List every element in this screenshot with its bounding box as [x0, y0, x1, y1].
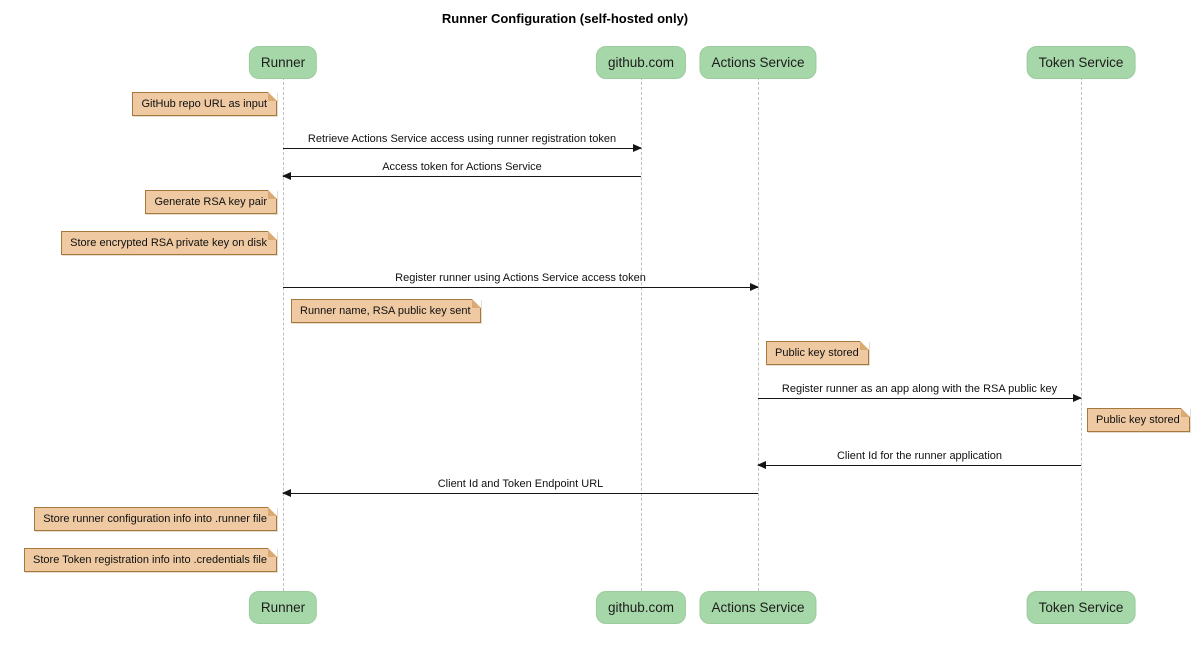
- note-text: Generate RSA key pair: [154, 196, 267, 208]
- message-label: Access token for Actions Service: [382, 161, 542, 173]
- note-public-key-stored-actions: Public key stored: [766, 341, 869, 365]
- participant-runner-top: Runner: [248, 46, 318, 79]
- note-store-credentials-file: Store Token registration info into .cred…: [24, 548, 277, 572]
- note-text: Store encrypted RSA private key on disk: [70, 237, 267, 249]
- lifeline-token-service: [1081, 77, 1082, 591]
- arrow-left-icon: [282, 172, 641, 180]
- note-text: Store runner configuration info into .ru…: [43, 513, 267, 525]
- arrow-left-icon: [282, 489, 758, 497]
- message-client-id: Client Id for the runner application: [757, 449, 1081, 469]
- participant-actions-service-top: Actions Service: [699, 46, 817, 79]
- message-label: Client Id for the runner application: [836, 450, 1003, 462]
- message-label: Register runner using Actions Service ac…: [395, 272, 646, 284]
- message-client-id-endpoint: Client Id and Token Endpoint URL: [282, 477, 758, 497]
- participant-github-bottom: github.com: [595, 591, 687, 624]
- arrow-left-icon: [757, 461, 1081, 469]
- message-label: Register runner as an app along with the…: [781, 383, 1058, 395]
- note-text: Public key stored: [1096, 414, 1180, 426]
- lifeline-actions-service: [758, 77, 759, 591]
- message-retrieve-actions-access: Retrieve Actions Service access using ru…: [283, 132, 642, 152]
- lifeline-runner: [283, 77, 284, 591]
- participant-runner-bottom: Runner: [248, 591, 318, 624]
- message-access-token: Access token for Actions Service: [282, 160, 641, 180]
- message-register-runner: Register runner using Actions Service ac…: [283, 271, 759, 291]
- diagram-title: Runner Configuration (self-hosted only): [441, 11, 689, 26]
- arrow-right-icon: [758, 394, 1082, 402]
- note-github-repo-url: GitHub repo URL as input: [132, 92, 277, 116]
- message-register-runner-app: Register runner as an app along with the…: [758, 382, 1082, 402]
- lifeline-github: [641, 77, 642, 591]
- participant-token-service-top: Token Service: [1026, 46, 1136, 79]
- note-store-private-key: Store encrypted RSA private key on disk: [61, 231, 277, 255]
- note-text: Store Token registration info into .cred…: [33, 554, 267, 566]
- note-text: Runner name, RSA public key sent: [300, 305, 471, 317]
- note-public-key-stored-token: Public key stored: [1087, 408, 1190, 432]
- note-generate-rsa: Generate RSA key pair: [145, 190, 277, 214]
- message-label: Client Id and Token Endpoint URL: [437, 478, 604, 490]
- arrow-right-icon: [283, 144, 642, 152]
- participant-github-top: github.com: [595, 46, 687, 79]
- arrow-right-icon: [283, 283, 759, 291]
- note-store-runner-file: Store runner configuration info into .ru…: [34, 507, 277, 531]
- note-text: GitHub repo URL as input: [141, 98, 267, 110]
- note-text: Public key stored: [775, 347, 859, 359]
- message-label: Retrieve Actions Service access using ru…: [307, 133, 617, 145]
- participant-actions-service-bottom: Actions Service: [699, 591, 817, 624]
- note-runner-name-sent: Runner name, RSA public key sent: [291, 299, 481, 323]
- participant-token-service-bottom: Token Service: [1026, 591, 1136, 624]
